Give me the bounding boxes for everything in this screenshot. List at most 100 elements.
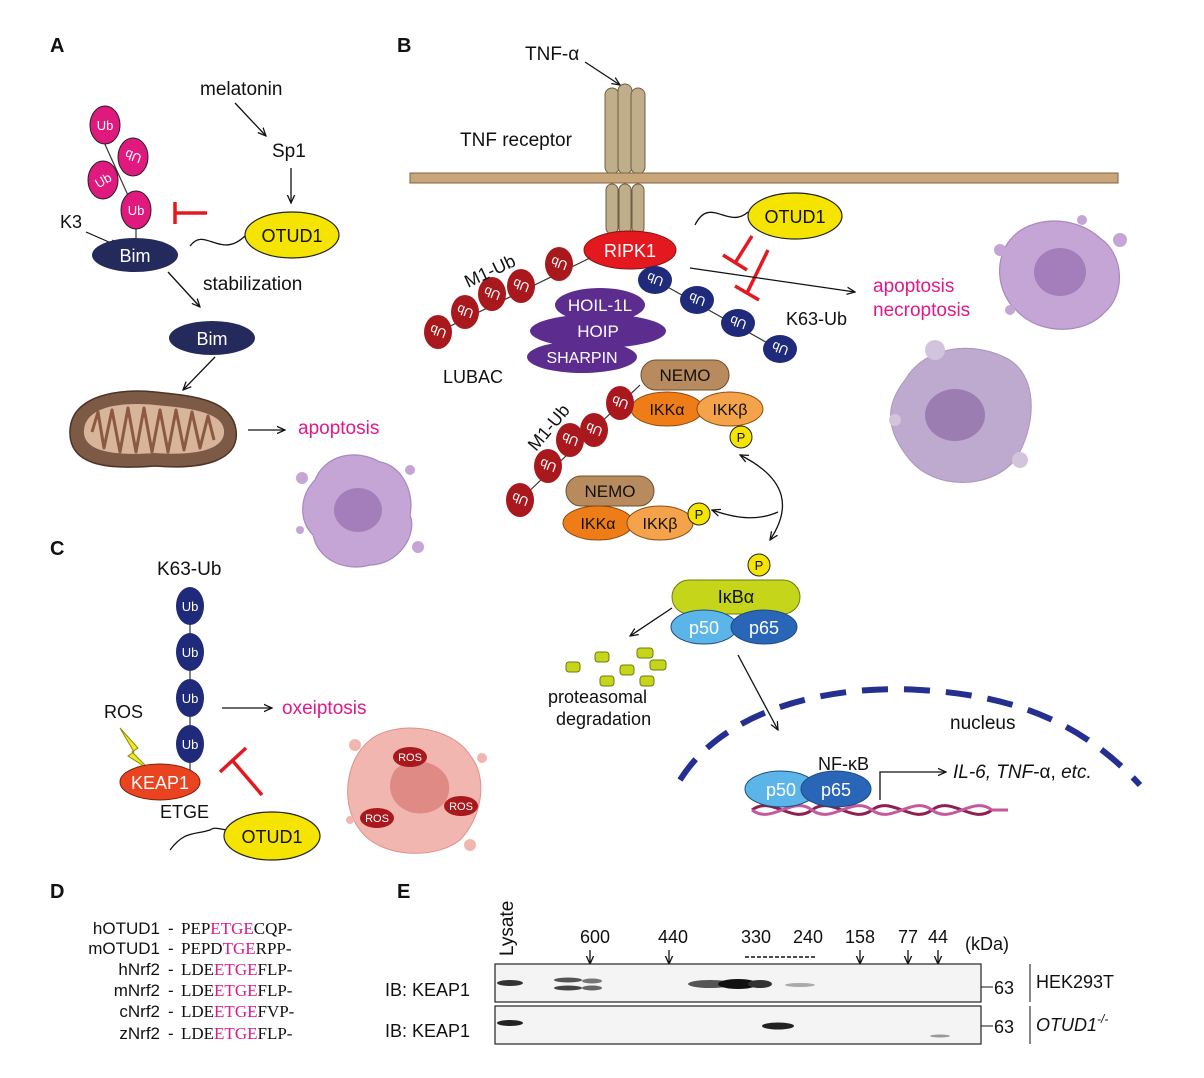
bim-protein [92,238,178,272]
hoil-1l-label: HOIL-1L [568,296,632,315]
ikkb-label: IKKβ [713,402,748,419]
ub-label: Ub [610,393,631,413]
cell-line-label-2: OTUD1-/- [1036,1012,1108,1035]
tnf-alpha-label: TNF-α [525,44,579,65]
necroptosis-label-b: necroptosis [873,300,970,321]
ub-label: Ub [728,313,749,333]
kda-label: (kDa) [965,934,1009,954]
sequence-dash: - [168,1002,174,1021]
phospho-label: P [755,558,764,573]
cell-line-label-1: HEK293T [1036,972,1114,992]
sequence-string: LDEETGEFLP- [181,981,293,1000]
ros-label: ROS [365,813,389,825]
etge-label: ETGE [160,802,209,822]
ikk-complex-2: NEMO IKKα IKKβ P [562,475,711,541]
panel-label-d: D [50,881,64,903]
m1-ub-chain-lower: Ub Ub Ub Ub Ub [506,384,641,517]
ros-label: ROS [398,752,422,764]
mw-marker-label: 440 [658,927,688,947]
melatonin-label: melatonin [200,79,282,100]
necroptotic-cell-icon [889,340,1032,483]
nemo-label: NEMO [585,482,636,501]
ub-label: Ub [128,203,145,218]
ib-label-2: IB: KEAP1 [385,1021,470,1041]
bim-label: Bim [120,246,151,266]
panel-label-b: B [397,35,411,57]
mw-marker-label: 240 [793,927,823,947]
sp1-label: Sp1 [272,141,306,162]
western-blot-otud1-ko [494,1005,982,1045]
ub-chain-a: Ub Ub Ub Ub [87,105,152,230]
ub-label: Ub [510,490,531,510]
k63-ub-label-c: K63-Ub [157,559,221,580]
nuclear-envelope [677,686,1143,788]
hoip-label: HOIP [577,322,619,341]
mw-label-1: 63 [994,978,1014,998]
tnf-receptor-intracellular [605,183,645,235]
panel-label-a: A [50,35,64,57]
ikka-label: IKKα [649,402,684,419]
lysate-label: Lysate [497,901,518,956]
ikk-complex-1: NEMO IKKα IKKβ P [630,359,764,449]
species-name: cNrf2 [119,1002,160,1021]
mw-marker-label: 44 [928,927,948,947]
sequence-dash: - [168,939,174,958]
ub-label: Ub [182,691,199,706]
phospho-label: P [695,507,704,522]
ub-label: Ub [455,302,476,322]
mw-markers: 600 440 330 240 158 77 44 [580,927,948,964]
otud1-blob-c [223,811,321,861]
species-name: hNrf2 [118,960,160,979]
lightning-icon [119,727,151,771]
proteasomal-label: proteasomal [548,687,647,707]
ub-label: Ub [97,118,114,133]
ib-label-1: IB: KEAP1 [385,980,470,1000]
ikkb-label: IKKβ [643,516,678,533]
ub-label: Ub [92,170,114,191]
keap1-protein [119,763,201,801]
tnf-receptor-icon [604,83,646,175]
ikba-complex: P IκBα p50 p65 [670,553,801,645]
mw-marker-label: 158 [845,927,875,947]
sequence-dash: - [168,919,174,938]
bim-label: Bim [197,329,228,349]
inhibition-bars-b [722,235,770,302]
ub-label: Ub [482,284,503,304]
lubac-label: LUBAC [443,367,503,387]
ub-label: Ub [123,147,144,167]
panel-b: TNF-α TNF receptor OTUD1 RIPK1 [409,44,1143,816]
nfkb-label: NF-κB [818,754,869,774]
k63-ub-chain-b: Ub Ub Ub Ub [638,266,797,363]
ub-label: Ub [182,737,199,752]
stabilization-label: stabilization [203,274,302,295]
mw-marker-label: 77 [898,927,918,947]
ub-label: Ub [538,456,559,476]
ub-label: Ub [182,645,199,660]
ros-label: ROS [449,801,473,813]
ub-label: Ub [687,290,708,310]
ub-label: Ub [584,420,605,440]
keap1-label: KEAP1 [131,773,189,793]
nfkb-dimer: p50 p65 [744,770,872,808]
inhibition-bar-c [230,758,264,797]
ikba-label: IκBα [718,587,754,607]
k3-label: K3 [60,212,82,232]
sequence-string: LDEETGEFVP- [181,1002,295,1021]
species-name: zNrf2 [119,1024,160,1043]
panel-e: Lysate 600 440 330 240 158 77 44 (kDa) IB: KEA… [385,901,1114,1045]
sequence-dash: - [168,960,174,979]
mitochondrion-icon [69,390,237,468]
otud1-label-b: OTUD1 [764,207,825,227]
sequence-dash: - [168,1024,174,1043]
ripk1-protein [583,230,677,270]
ub-label: Ub [560,430,581,450]
k63-ub-label-b: K63-Ub [786,309,847,329]
mw-marker-label: 600 [580,927,610,947]
ros-label: ROS [104,702,143,722]
blot-bands-2 [497,1020,950,1038]
apoptotic-cell-icon [296,454,424,568]
panel-a: melatonin Sp1 OTUD1 Ub Ub Ub Ub K3 Bim s… [60,79,424,568]
cell-membrane [409,172,1119,184]
mw-marker-label: 330 [741,927,771,947]
species-name: hOTUD1 [93,919,160,938]
